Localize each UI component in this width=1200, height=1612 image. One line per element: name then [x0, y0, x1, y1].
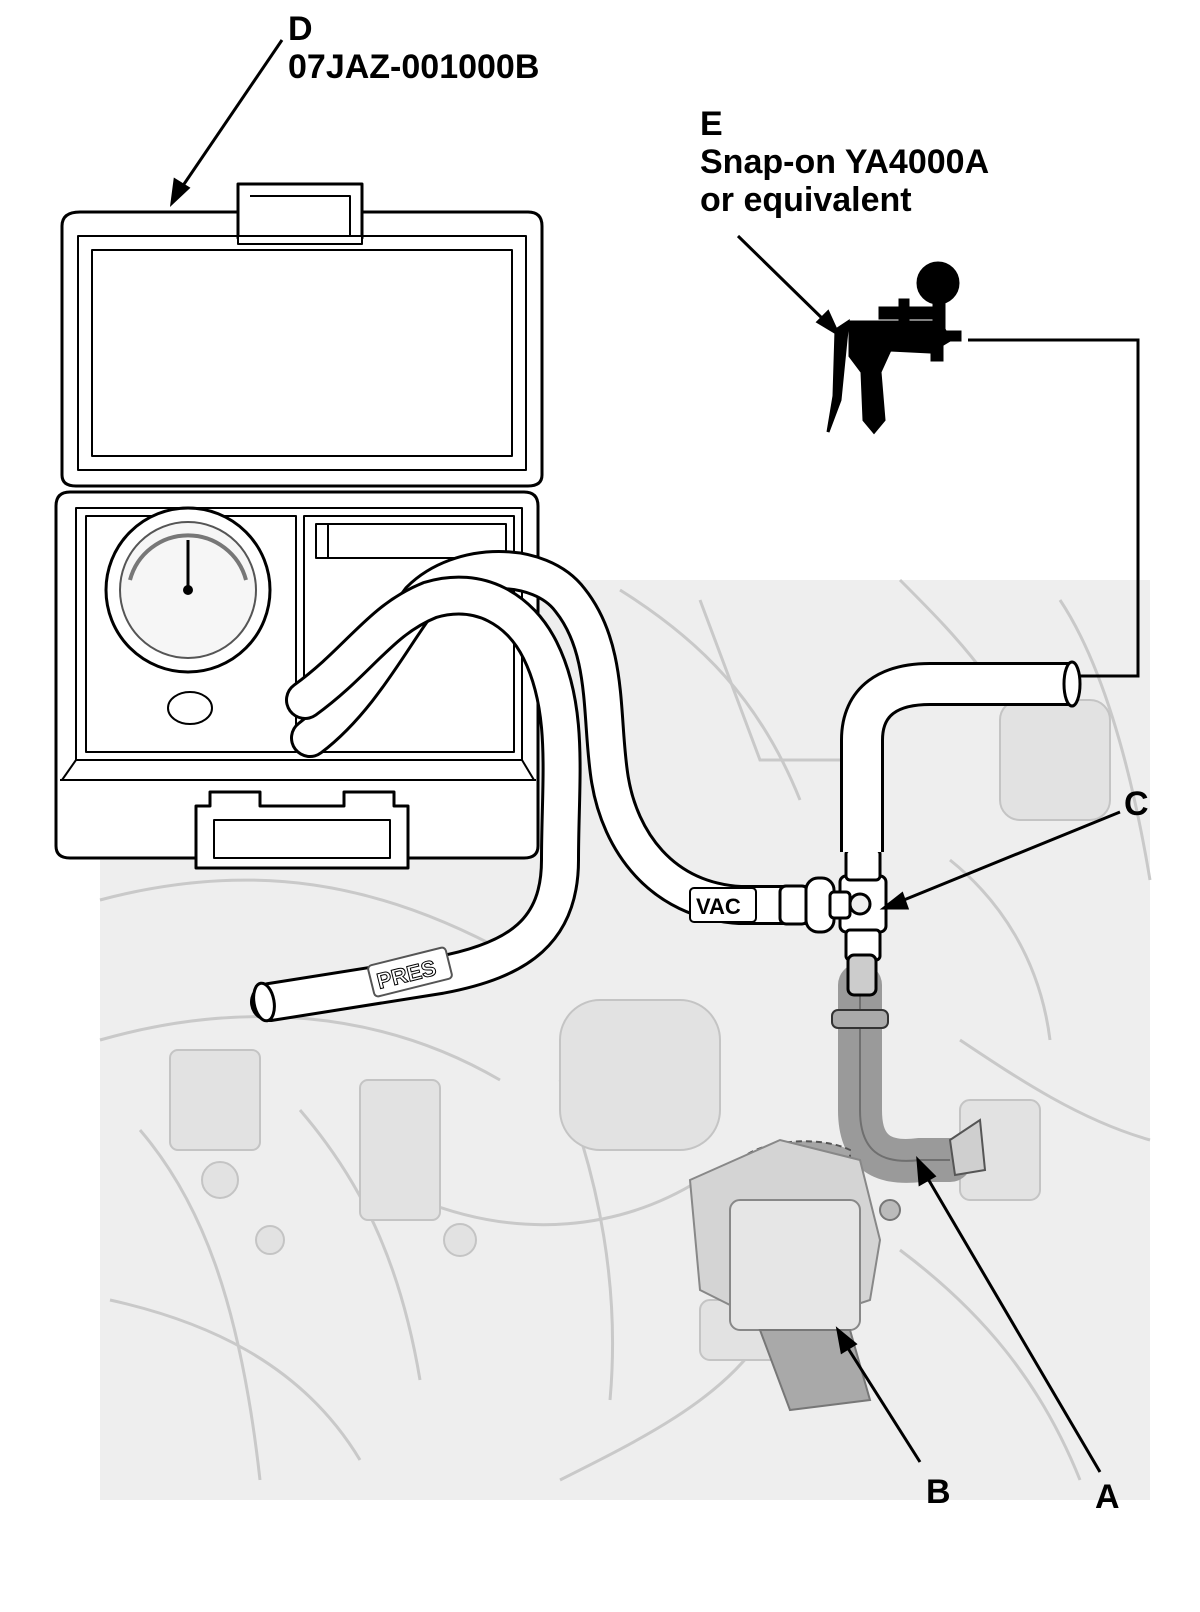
vac-hose-label: VAC	[689, 887, 757, 923]
component-b	[688, 1138, 901, 1412]
vac-label-text: VAC	[696, 894, 741, 919]
vacuum-pump-e	[826, 261, 962, 435]
pump-connector-tube	[968, 338, 1140, 678]
hose-to-vacuum-pump	[840, 660, 1082, 852]
highlighted-parts	[688, 963, 987, 1412]
callout-b: B	[926, 1473, 951, 1511]
callout-d-part-number: 07JAZ-001000B	[288, 48, 540, 86]
callout-e-line2: or equivalent	[700, 181, 912, 219]
callout-b-letter: B	[926, 1473, 951, 1511]
tester-case	[54, 182, 544, 870]
callout-leaders	[169, 39, 1121, 1473]
hose-clamp	[831, 1009, 889, 1029]
tee-lower-connector	[846, 953, 878, 997]
callout-e: E Snap-on YA4000A or equivalent	[700, 105, 989, 219]
vac-hose-fitting	[778, 876, 836, 934]
callout-e-letter: E	[700, 105, 723, 143]
callout-c: C	[1124, 785, 1149, 823]
callout-a: A	[1095, 1478, 1120, 1516]
callout-a-letter: A	[1095, 1478, 1120, 1516]
callout-e-line1: Snap-on YA4000A	[700, 143, 990, 181]
case-lid	[60, 210, 544, 488]
callout-d-letter: D	[288, 10, 313, 48]
pressure-gauge	[104, 506, 272, 725]
callout-d: D 07JAZ-001000B	[288, 10, 539, 86]
callout-c-letter: C	[1124, 785, 1149, 823]
tester-hoses	[250, 550, 830, 1023]
